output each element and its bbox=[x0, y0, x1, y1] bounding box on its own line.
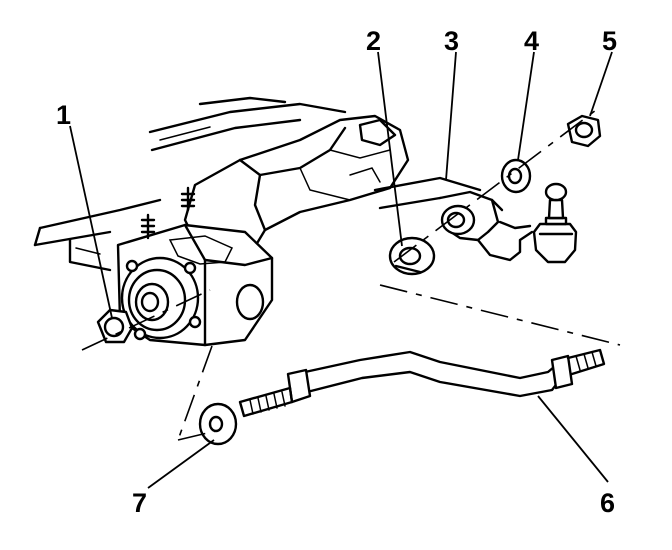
washer-7 bbox=[198, 402, 238, 446]
callout-4: 4 bbox=[524, 26, 539, 56]
callout-2: 2 bbox=[366, 26, 381, 56]
ball-joint bbox=[532, 182, 578, 264]
callout-1: 1 bbox=[56, 100, 71, 130]
nut-5 bbox=[566, 114, 602, 148]
bushing-2 bbox=[388, 236, 436, 276]
strut-rod bbox=[238, 348, 606, 418]
callout-3: 3 bbox=[444, 26, 459, 56]
nut-1 bbox=[96, 308, 134, 344]
leader-lines bbox=[69, 51, 613, 489]
callout-7: 7 bbox=[132, 488, 147, 518]
callout-5: 5 bbox=[602, 26, 617, 56]
bushing-link-eye bbox=[440, 204, 476, 236]
frame-rails bbox=[33, 96, 347, 272]
axle-carrier bbox=[116, 114, 410, 347]
assembly-lines bbox=[81, 109, 621, 441]
washer-4 bbox=[500, 158, 532, 194]
callout-6: 6 bbox=[600, 488, 615, 518]
